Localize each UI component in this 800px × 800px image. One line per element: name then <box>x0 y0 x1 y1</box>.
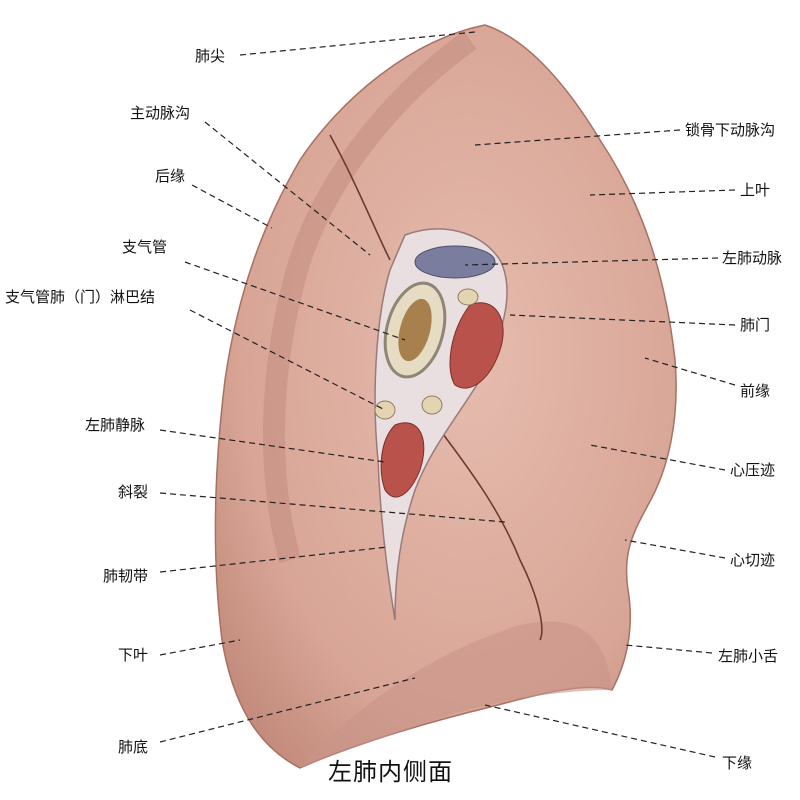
bronchus-lumen <box>398 298 432 362</box>
label-hilum: 肺门 <box>740 316 771 334</box>
leader-line <box>474 129 681 146</box>
lymph-node <box>421 395 443 415</box>
leader-line <box>159 429 386 463</box>
label-lower-lobe: 下叶 <box>118 646 149 664</box>
leader-line <box>484 704 716 758</box>
leader-line <box>191 184 273 229</box>
leader-line <box>624 644 713 654</box>
diagram-title: 左肺内侧面 <box>328 758 453 786</box>
leader-line <box>159 677 416 743</box>
label-apex: 肺尖 <box>195 47 226 65</box>
leader-line <box>509 314 736 326</box>
lower-pulmonary-vein <box>380 422 425 498</box>
pulmonary-artery <box>414 245 496 279</box>
leader-line <box>189 309 386 411</box>
oblique-fissure <box>329 134 543 641</box>
label-inferior-border: 下缘 <box>722 754 753 772</box>
leader-line <box>644 357 736 386</box>
leader-line <box>159 546 389 573</box>
label-upper-lobe: 上叶 <box>740 181 771 199</box>
leader-lines <box>159 31 736 758</box>
label-oblique-fissure: 斜裂 <box>118 483 149 501</box>
label-cardiac-impression: 心压迹 <box>730 461 776 479</box>
label-bronchopulmonary-lymph-nodes: 支气管肺（门）淋巴结 <box>5 288 156 306</box>
label-left-pulmonary-artery: 左肺动脉 <box>722 249 783 267</box>
label-lung-base: 肺底 <box>118 738 149 756</box>
label-lingula: 左肺小舌 <box>718 647 779 665</box>
leader-line <box>159 639 241 656</box>
leader-line <box>159 492 506 523</box>
label-left-pulmonary-vein: 左肺静脉 <box>85 416 146 434</box>
aortic-groove <box>263 31 477 563</box>
lymph-node <box>374 400 396 420</box>
upper-pulmonary-vein <box>449 302 504 389</box>
leader-line <box>589 444 726 471</box>
leader-line <box>589 189 736 196</box>
lung-base <box>300 621 612 768</box>
label-subclavian-groove: 锁骨下动脉沟 <box>685 121 776 139</box>
leader-line <box>184 261 406 341</box>
lymph-node <box>457 288 479 306</box>
leader-line <box>204 121 371 256</box>
label-anterior-border: 前缘 <box>740 382 771 400</box>
leader-line <box>624 539 726 559</box>
label-pulmonary-ligament: 肺韧带 <box>103 567 149 585</box>
label-bronchus: 支气管 <box>122 238 168 256</box>
label-cardiac-notch: 心切迹 <box>730 551 776 569</box>
label-posterior-border: 后缘 <box>155 167 186 185</box>
label-aortic-groove: 主动脉沟 <box>130 104 191 122</box>
leader-line <box>464 257 719 266</box>
